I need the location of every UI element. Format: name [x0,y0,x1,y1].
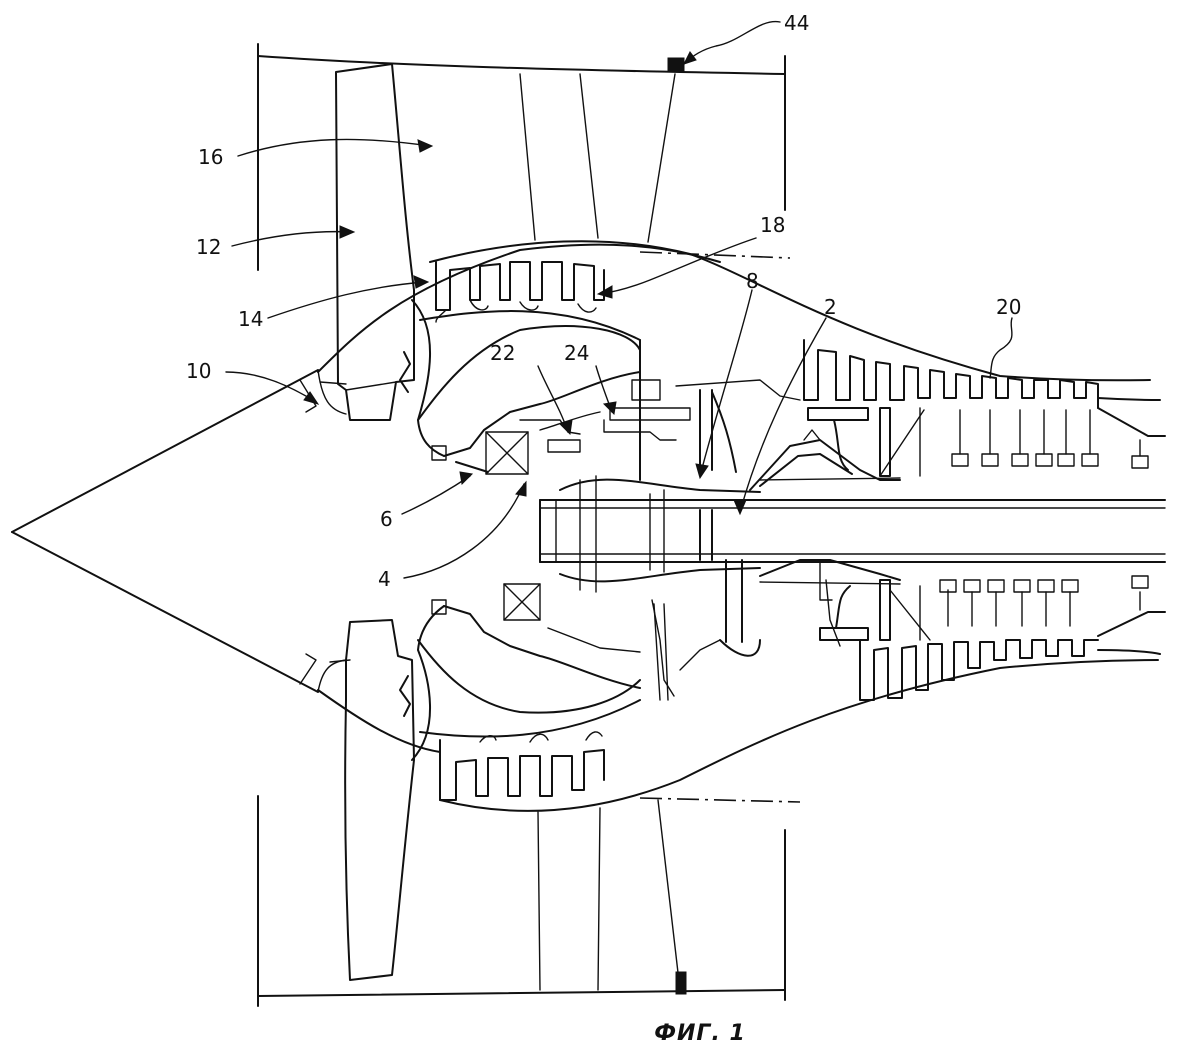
label-24: 24 [564,341,589,365]
fan-casing-bottom [257,795,786,1007]
label-44: 44 [784,11,809,35]
compressor-casing-bottom [859,639,1161,701]
booster-inner-flowpath-top [317,240,1151,382]
compressor-rotor-bottom [819,575,1166,641]
fan-disk [399,299,445,761]
booster-stages-top [419,261,641,341]
front-bearing-structure-bottom [417,583,669,714]
rear-cone-structure [749,429,901,647]
spinner-cone [11,369,347,693]
label-16: 16 [198,145,223,169]
label-12: 12 [196,235,221,259]
label-8: 8 [746,269,759,293]
label-4: 4 [378,567,391,591]
sensor-44 [667,57,685,73]
booster-stages-bottom [419,699,641,801]
reference-numerals: 44 16 18 12 8 2 20 14 22 24 10 6 4 [186,11,1021,591]
casing-mark-bottom [675,971,687,995]
label-20: 20 [996,295,1021,319]
leader-lines [225,20,1013,579]
label-2: 2 [824,295,837,319]
fan-blade-bottom [329,619,415,981]
label-18: 18 [760,213,785,237]
label-22: 22 [490,341,515,365]
label-10: 10 [186,359,211,383]
low-pressure-shaft [539,475,1166,593]
fan-blade-top [319,63,415,421]
figure-caption: ФИГ. 1 [654,1021,746,1046]
label-6: 6 [380,507,393,531]
compressor-rotor-top [807,407,1149,477]
gearbox-and-struts [603,339,801,697]
compressor-casing-top [803,339,1166,437]
fan-casing-top [257,43,786,271]
label-14: 14 [238,307,263,331]
front-bearing-structure-top [417,325,641,475]
booster-inner-flowpath-bottom [317,659,1159,812]
